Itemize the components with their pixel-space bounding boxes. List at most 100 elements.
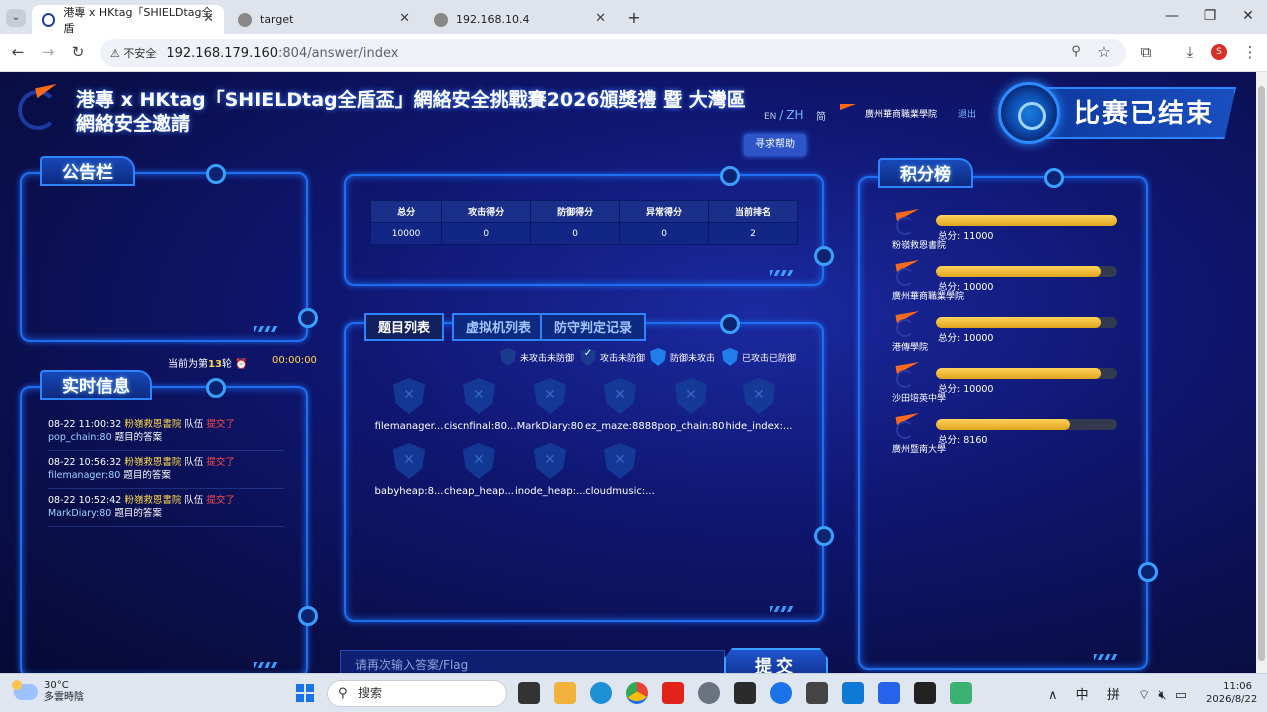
tab-challenge-list[interactable]: 题目列表 <box>364 313 445 341</box>
shield-icon <box>500 348 516 366</box>
challenge-item[interactable]: ✕inode_heap:... <box>515 443 586 497</box>
wifi-icon[interactable]: ⌔ <box>1137 688 1151 703</box>
simplified-toggle[interactable]: 简 <box>816 112 826 123</box>
globe-icon <box>434 12 448 27</box>
challenge-item[interactable]: ✕ciscnfinal:80... <box>444 378 517 432</box>
app-icon[interactable] <box>806 682 828 704</box>
ime-pinyin[interactable]: 拼 <box>1106 688 1120 703</box>
challenge-item[interactable]: ✕cheap_heap... <box>444 443 514 497</box>
start-button[interactable] <box>296 684 314 702</box>
score-bar <box>936 317 1117 328</box>
shield-x-icon: ✕ <box>393 443 425 479</box>
forward-icon[interactable]: → <box>41 43 55 61</box>
bookmark-star-icon[interactable]: ☆ <box>1097 43 1111 61</box>
value-rank: 2 <box>708 222 798 245</box>
close-tab-icon[interactable]: ✕ <box>399 11 410 26</box>
edge-icon[interactable] <box>590 682 612 704</box>
terminal-icon[interactable] <box>734 682 756 704</box>
challenge-item[interactable]: ✕pop_chain:80 <box>656 378 726 432</box>
reload-icon[interactable]: ↻ <box>71 43 85 61</box>
volume-mute-icon[interactable]: 🔇︎ <box>1158 688 1167 703</box>
taskbar-search[interactable]: ⚲搜索 <box>327 680 507 707</box>
menu-kebab-icon[interactable]: ⋮ <box>1242 43 1258 61</box>
chrome-icon[interactable] <box>626 682 648 704</box>
language-switch[interactable]: EN / ZH <box>764 108 804 122</box>
realtime-frame <box>20 378 318 673</box>
app-icon[interactable] <box>950 682 972 704</box>
extensions-icon[interactable]: ⧉ <box>1140 43 1152 61</box>
frame-node <box>206 164 226 184</box>
notepad-icon[interactable] <box>878 682 900 704</box>
status-emblem-icon <box>998 82 1060 144</box>
score-bar <box>936 266 1117 277</box>
url-host: 192.168.179.160 <box>166 45 279 61</box>
page-scrollbar[interactable] <box>1256 72 1267 673</box>
challenge-item[interactable]: ✕cloudmusic:... <box>585 443 655 497</box>
tab-search-icon[interactable]: ⌄ <box>6 9 26 27</box>
tab-defense-records[interactable]: 防守判定记录 <box>540 313 647 341</box>
file-explorer-icon[interactable] <box>554 682 576 704</box>
browser-tab-active[interactable]: 港專 x HKtag「SHIELDtag全盾 ✕ <box>32 5 224 35</box>
challenge-item[interactable]: ✕babyheap:8... <box>374 443 444 497</box>
frame-node <box>720 314 740 334</box>
browser-tab-target[interactable]: target ✕ <box>228 5 420 34</box>
score-bar <box>936 419 1117 430</box>
scrollbar-thumb[interactable] <box>1258 86 1265 661</box>
submit-button[interactable]: 提交 <box>724 648 828 673</box>
check-shield-icon: ✓ <box>580 348 596 366</box>
back-icon[interactable]: ← <box>11 43 25 61</box>
window-close-icon[interactable]: ✕ <box>1242 8 1254 24</box>
download-icon[interactable]: ⤓ <box>1186 43 1194 61</box>
security-warning[interactable]: ⚠ 不安全 <box>110 47 157 60</box>
minimize-icon[interactable]: — <box>1165 8 1179 24</box>
profile-avatar[interactable]: S <box>1211 44 1227 60</box>
challenge-frame <box>344 314 834 622</box>
cloud-sun-icon <box>12 680 38 700</box>
browser-tab-strip: ⌄ 港專 x HKtag「SHIELDtag全盾 ✕ target ✕ 192.… <box>0 0 1267 35</box>
frame-node <box>1044 168 1064 188</box>
challenge-item[interactable]: ✕hide_index:... <box>724 378 794 432</box>
team-name: 粉嶺救恩書院 <box>892 241 947 251</box>
battery-icon[interactable]: ▭ <box>1174 688 1187 703</box>
lock-app-icon[interactable] <box>914 682 936 704</box>
vscode-icon[interactable] <box>842 682 864 704</box>
address-bar[interactable]: ⚠ 不安全 192.168.179.160:804/answer/index <box>100 39 1126 67</box>
challenge-item[interactable]: ✕filemanager... <box>374 378 444 432</box>
search-icon: ⚲ <box>338 686 348 701</box>
shield-x-icon: ✕ <box>534 443 566 479</box>
task-view-icon[interactable] <box>518 682 540 704</box>
score-bar <box>936 368 1117 379</box>
wps-icon[interactable] <box>662 682 684 704</box>
close-tab-icon[interactable]: ✕ <box>595 11 606 26</box>
tab-title: target <box>260 13 294 26</box>
challenge-item[interactable]: ✕ez_maze:8888 <box>585 378 658 432</box>
bulletin-title: 公告栏 <box>40 156 135 186</box>
app-icon[interactable] <box>770 682 792 704</box>
ime-chinese[interactable]: 中 <box>1075 688 1089 703</box>
leaderboard-row: 总分: 10000 沙田培英中學 <box>892 362 1132 412</box>
shield-x-icon: ✕ <box>675 378 707 414</box>
help-button[interactable]: 寻求帮助 <box>744 134 806 156</box>
restore-icon[interactable]: ❐ <box>1203 8 1217 24</box>
settings-icon[interactable] <box>698 682 720 704</box>
score-frame <box>344 166 834 286</box>
team-name: 廣州暨南大學 <box>892 445 947 455</box>
flag-input[interactable]: 请再次输入答案/Flag <box>340 650 725 673</box>
alarm-clock-icon: ⏰ <box>235 359 248 370</box>
shield-x-icon: ✕ <box>463 378 495 414</box>
new-tab-button[interactable]: + <box>627 8 641 27</box>
frame-stripes <box>770 606 794 612</box>
close-tab-icon[interactable]: ✕ <box>203 11 214 26</box>
header-abnormal: 异常得分 <box>619 200 710 223</box>
lang-zh[interactable]: ZH <box>786 108 804 122</box>
browser-tab-ip[interactable]: 192.168.10.4 ✕ <box>424 5 616 34</box>
team-score: 总分: 10000 <box>938 282 994 293</box>
tray-expand-icon[interactable]: ∧ <box>1048 688 1058 703</box>
zoom-icon[interactable]: ⚲ <box>1071 44 1081 59</box>
logout-link[interactable]: 退出 <box>958 110 977 120</box>
team-name: 沙田培英中學 <box>892 394 947 404</box>
challenge-item[interactable]: ✕MarkDiary:80 <box>515 378 585 432</box>
tab-vm-list[interactable]: 虚拟机列表 <box>452 313 546 341</box>
